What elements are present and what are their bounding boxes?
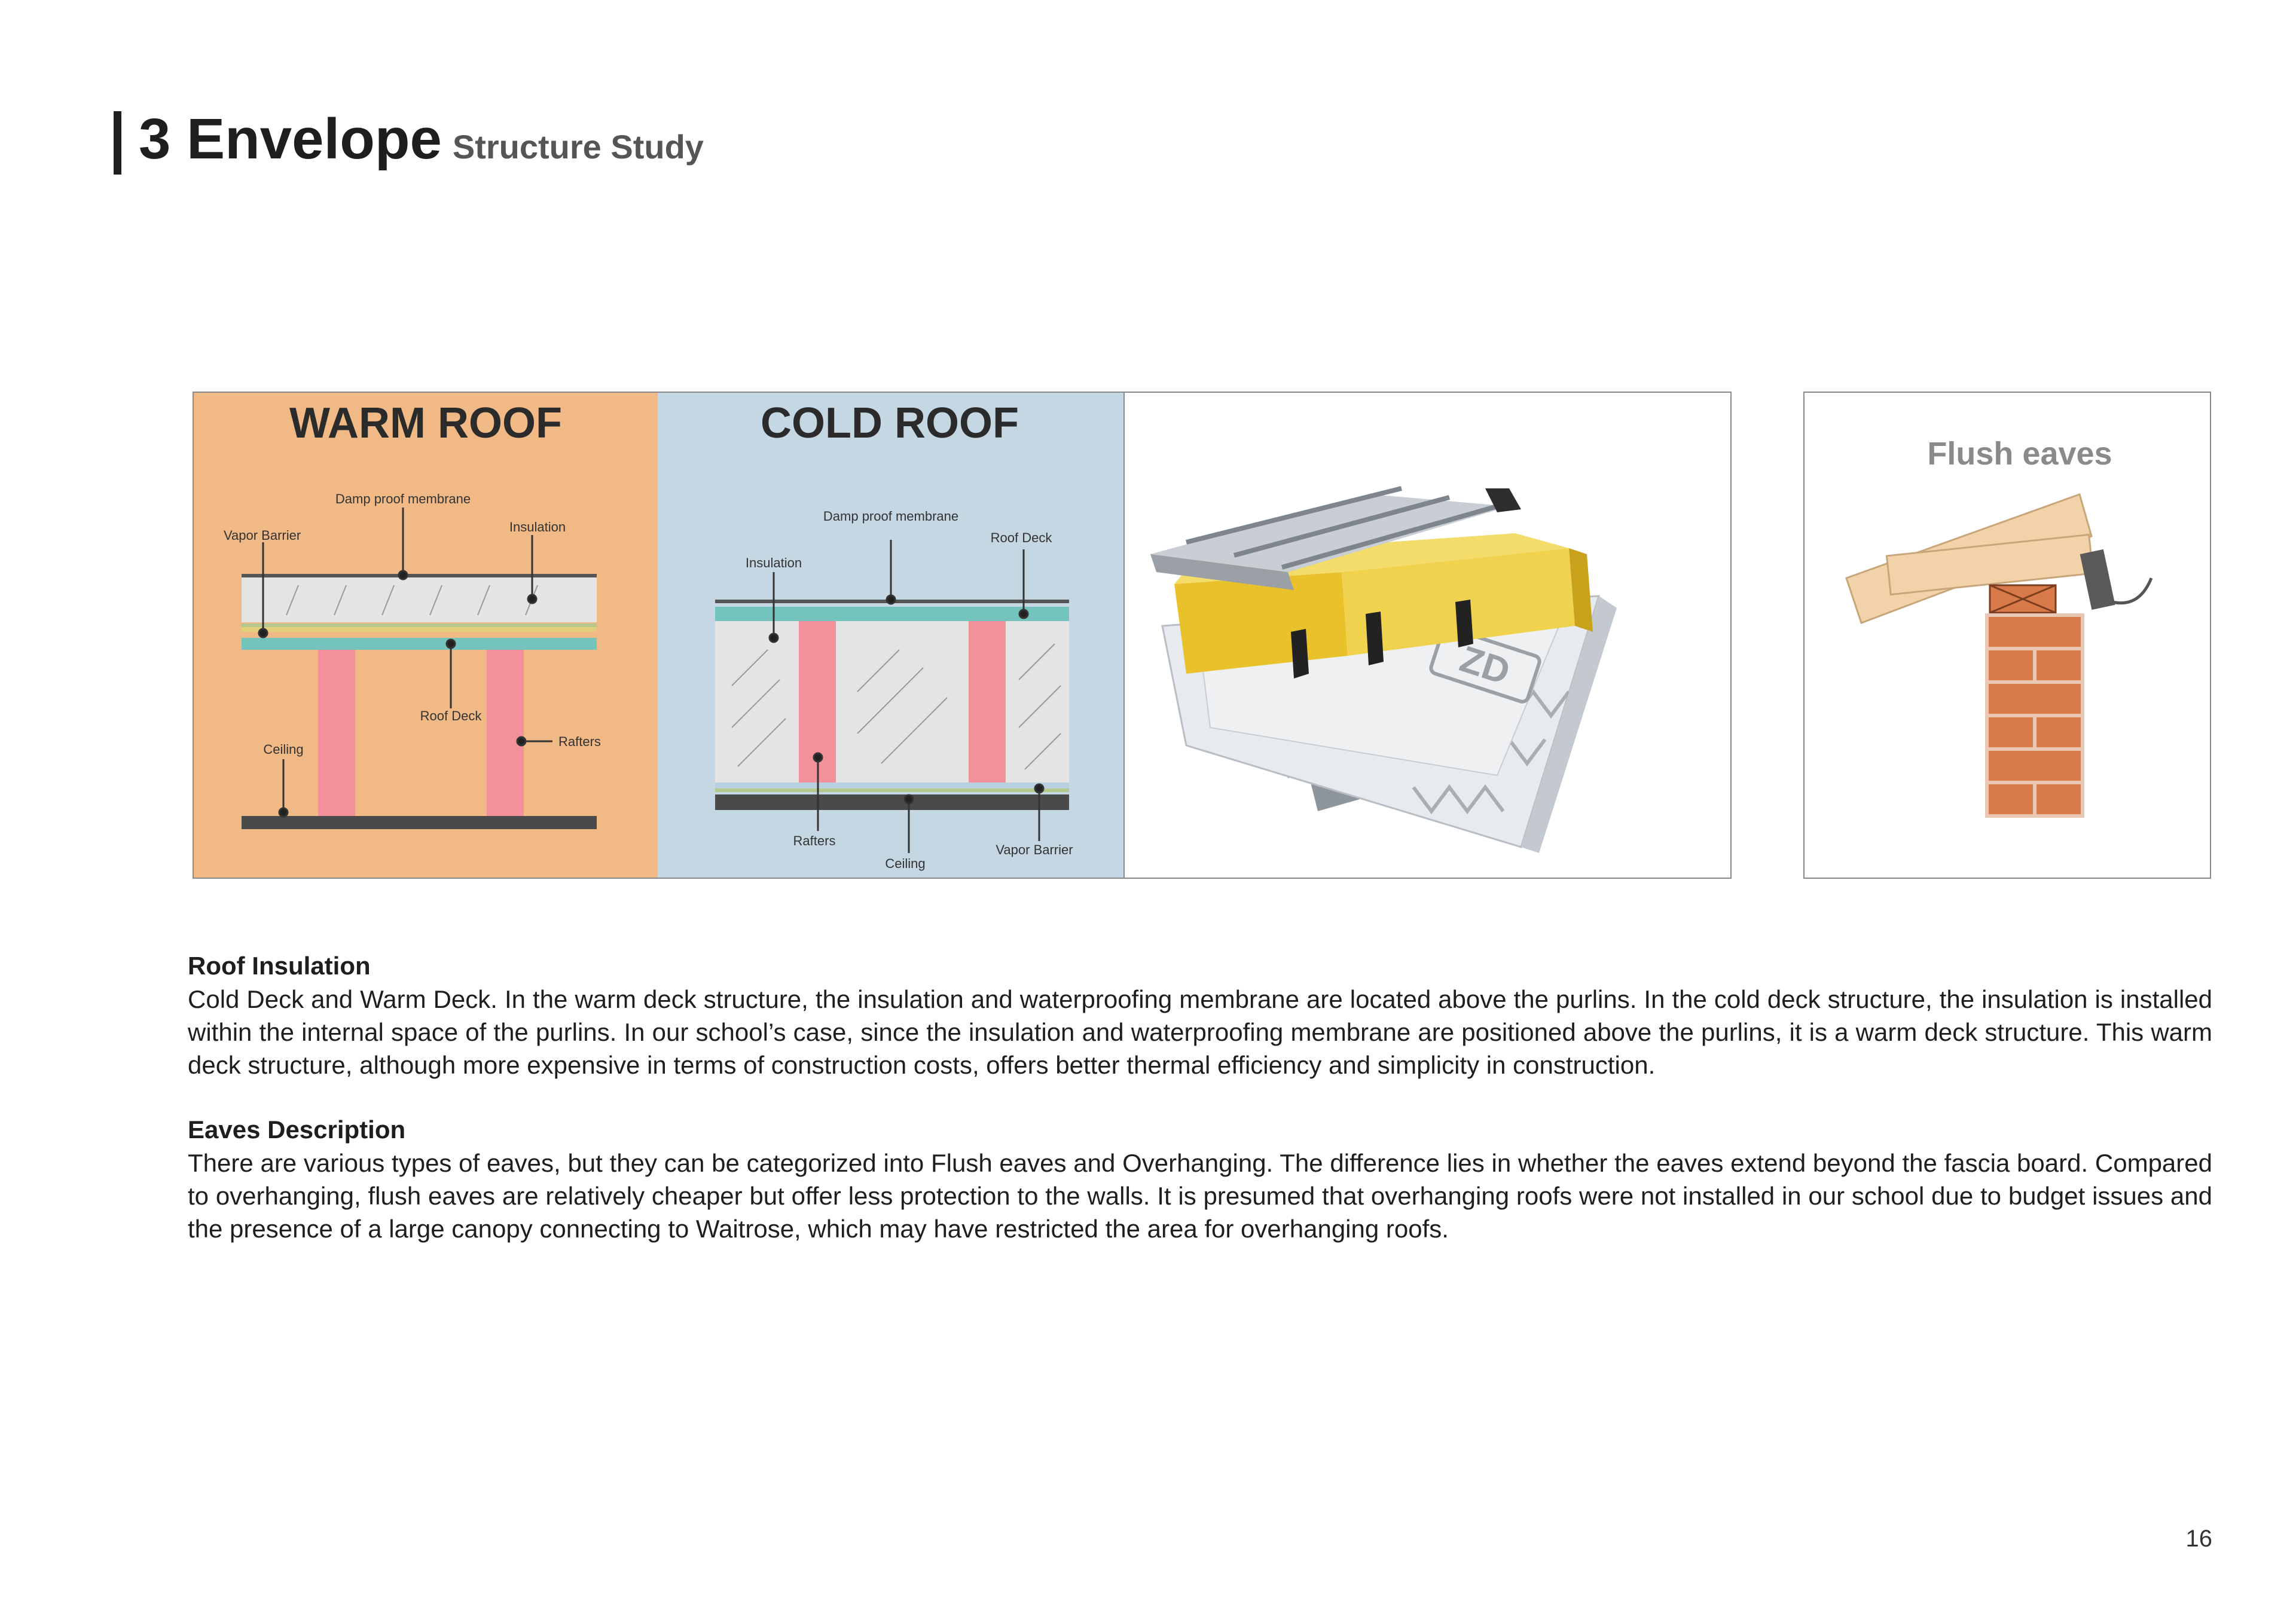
brick-wall	[1985, 613, 2084, 818]
cold-roof-title: COLD ROOF	[761, 399, 1019, 447]
eaves-description-heading: Eaves Description	[188, 1115, 406, 1144]
warm-label-ceiling: Ceiling	[263, 742, 303, 757]
section-subtitle: Structure Study	[452, 128, 704, 166]
section-title: 3 Envelope	[139, 107, 442, 171]
eaves-description-section: Eaves Description There are various type…	[188, 1113, 2212, 1245]
cold-label-insulation: Insulation	[746, 555, 802, 570]
eaves-description-body: There are various types of eaves, but th…	[188, 1149, 2212, 1243]
cold-label-ceiling: Ceiling	[885, 856, 925, 871]
roof-insulation-body: Cold Deck and Warm Deck. In the warm dec…	[188, 985, 2212, 1079]
cold-label-roof-deck: Roof Deck	[991, 530, 1053, 545]
cold-label-rafters: Rafters	[793, 833, 836, 848]
warm-label-roof-deck: Roof Deck	[420, 708, 483, 723]
warm-label-damp: Damp proof membrane	[335, 491, 471, 506]
warm-label-insulation: Insulation	[509, 519, 566, 534]
page-title: 3 Envelope Structure Study	[139, 106, 704, 172]
warm-roof-title: WARM ROOF	[289, 399, 562, 447]
warm-label-vapor: Vapor Barrier	[224, 528, 301, 543]
roof-diagrams-figure: WARM ROOF	[193, 392, 1732, 879]
cold-label-damp: Damp proof membrane	[823, 509, 958, 524]
flush-eaves-figure: Flush eaves	[1803, 392, 2211, 879]
warm-roof-diagram: WARM ROOF	[194, 393, 658, 878]
roof-insulation-heading: Roof Insulation	[188, 952, 371, 980]
page-number: 16	[2185, 1526, 2213, 1552]
title-accent-bar	[114, 111, 121, 175]
flush-eaves-svg: Flush eaves	[1805, 393, 2210, 878]
eaves-title: Flush eaves	[1927, 436, 2112, 472]
cold-label-vapor: Vapor Barrier	[996, 842, 1073, 857]
roof-insulation-section: Roof Insulation Cold Deck and Warm Deck.…	[188, 949, 2212, 1081]
roof-panel-illustration: ZD	[1123, 393, 1730, 878]
cold-roof-diagram: COLD ROOF	[658, 393, 1124, 878]
roof-diagrams-svg: WARM ROOF	[194, 393, 1730, 878]
warm-label-rafters: Rafters	[558, 734, 601, 749]
